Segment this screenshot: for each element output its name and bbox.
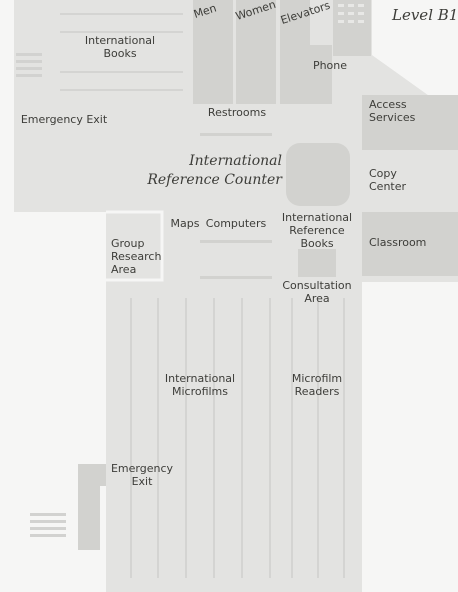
maps-label: Maps (170, 217, 200, 230)
phone-label: Phone (312, 59, 348, 72)
stairs-bottom-left (30, 513, 66, 537)
center-counters (200, 133, 272, 279)
women-room[interactable] (236, 0, 276, 104)
emergency-exit-top-label: Emergency Exit (20, 113, 108, 126)
men-room[interactable] (193, 0, 233, 104)
microfilm-shelves (130, 298, 345, 578)
restrooms-label: Restrooms (207, 106, 267, 119)
international-books-label: International Books (84, 34, 156, 60)
elevators-block[interactable] (280, 0, 310, 104)
microfilm-readers-label: Microfilm Readers (291, 372, 343, 398)
stair-area (372, 0, 458, 95)
international-books-shelves (60, 13, 183, 91)
reference-counter[interactable] (286, 143, 350, 206)
classroom-room[interactable] (362, 212, 458, 276)
group-research-area-label: Group Research Area (111, 237, 162, 276)
elevator-shaft (333, 0, 371, 56)
phone-block[interactable] (310, 45, 332, 104)
emergency-exit-block[interactable] (78, 464, 100, 550)
stairs-top-left (16, 53, 42, 77)
group-research-area (106, 210, 164, 282)
consultation-area-label: Consultation Area (282, 279, 352, 305)
international-microfilms-label: International Microfilms (164, 372, 236, 398)
access-services-label: Access Services (369, 98, 416, 124)
international-reference-books-label: International Reference Books (281, 211, 353, 250)
emergency-exit-bottom-label: Emergency Exit (110, 462, 174, 488)
level-title: Level B1 (392, 6, 458, 24)
reference-counter-label: International Reference Counter (147, 153, 282, 188)
computers-label: Computers (205, 217, 267, 230)
emergency-exit-notch (96, 464, 106, 486)
classroom-label: Classroom (369, 236, 427, 249)
consultation-block[interactable] (298, 249, 336, 277)
elevator-grid (338, 4, 364, 23)
access-services-room[interactable] (362, 95, 458, 150)
copy-center-label: Copy Center (369, 167, 407, 193)
